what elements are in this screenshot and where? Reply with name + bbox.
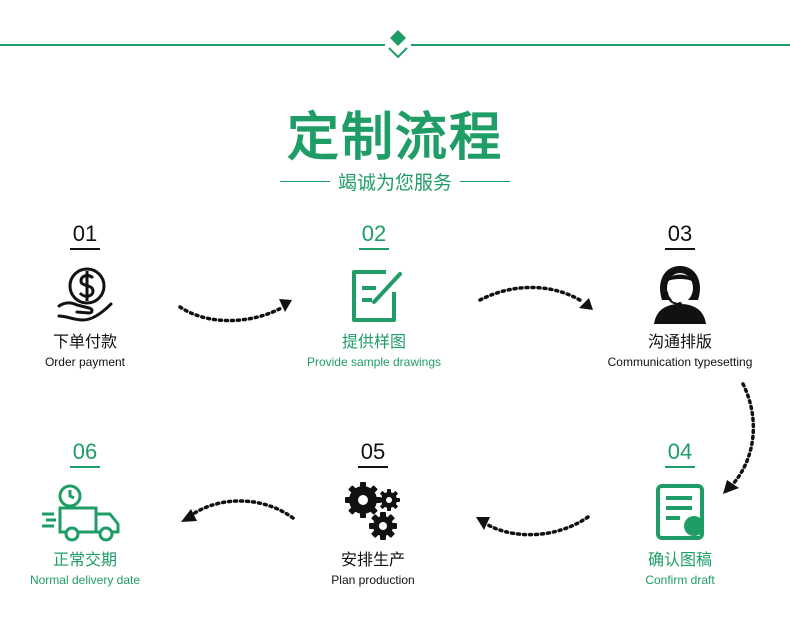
arrow-02-to-03	[478, 285, 593, 310]
subtitle-row: 竭诚为您服务	[0, 168, 790, 194]
step-number: 03	[664, 222, 696, 250]
step-title-cn: 确认图稿	[647, 550, 712, 569]
step-title-en: Normal delivery date	[29, 573, 141, 587]
step-title-cn: 提供样图	[341, 332, 406, 351]
step-title-en: Confirm draft	[645, 573, 715, 587]
money-hand-icon	[57, 267, 113, 322]
step-title-en: Provide sample drawings	[306, 355, 442, 369]
step-number: 02	[358, 222, 390, 250]
delivery-truck-icon	[42, 484, 120, 542]
gears-icon	[345, 482, 400, 540]
arrow-03-to-04	[723, 382, 756, 494]
step-04: 04 确认图稿 Confirm draft	[580, 440, 780, 588]
step-title-en: Plan production	[331, 573, 415, 587]
step-02: 02 提供样图 Provide sample drawings	[274, 222, 474, 370]
subtitle-line-right	[460, 180, 510, 182]
page-title: 定制流程	[286, 108, 503, 168]
step-06: 06 正常交期 Normal delivery date	[0, 440, 185, 588]
edit-document-icon	[352, 270, 402, 322]
step-title-cn: 下单付款	[52, 332, 117, 351]
step-number: 06	[69, 440, 101, 468]
step-number: 04	[664, 440, 696, 468]
diamond-icon	[385, 27, 411, 61]
arrow-01-to-02	[178, 299, 292, 323]
step-number: 05	[357, 440, 389, 468]
step-05: 05 安排生产 Plan production	[273, 440, 473, 588]
step-number: 01	[69, 222, 101, 250]
document-check-icon	[656, 484, 704, 540]
step-title-cn: 沟通排版	[647, 332, 712, 351]
step-title-cn: 正常交期	[52, 550, 117, 569]
arrow-04-to-05	[476, 515, 590, 537]
step-title-en: Order payment	[44, 355, 126, 369]
arrow-05-to-06	[181, 499, 295, 522]
step-title-en: Communication typesetting	[607, 355, 753, 369]
step-title-cn: 安排生产	[340, 550, 405, 569]
step-01: 01 下单付款 Order payment	[0, 222, 185, 370]
customer-service-icon	[654, 266, 706, 324]
step-03: 03 沟通排版 Communication typesetting	[580, 222, 780, 370]
subtitle-line-left	[279, 180, 330, 182]
subtitle: 竭诚为您服务	[337, 171, 452, 194]
